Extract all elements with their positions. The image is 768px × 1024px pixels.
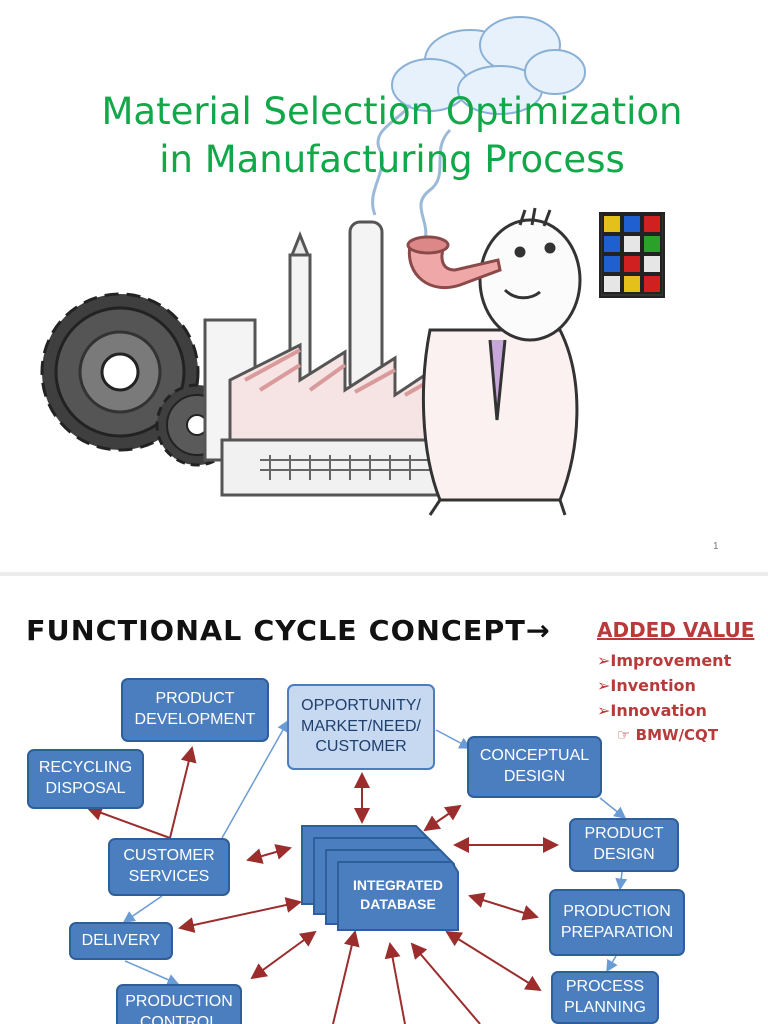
slide-1: Material Selection Optimization in Manuf… (0, 16, 768, 552)
title-line-2: in Manufacturing Process (159, 138, 625, 182)
arrow (250, 930, 317, 980)
pipe-icon (406, 235, 502, 290)
database-stack-icon (301, 825, 459, 931)
connector (599, 797, 627, 819)
cycle-connectors (86, 719, 628, 1024)
arrow (246, 844, 292, 864)
slide-divider (0, 572, 768, 576)
box-opportunity: OPPORTUNITY/MARKET/NEED/CUSTOMER (287, 684, 435, 770)
arrow (410, 942, 481, 1024)
arrow (384, 942, 406, 1024)
connector (221, 719, 289, 839)
arrow (86, 805, 171, 839)
added-value-item: ➢Invention (597, 676, 696, 695)
database-label: INTEGRATED DATABASE (353, 877, 443, 912)
slide-title: Material Selection Optimization in Manuf… (0, 88, 768, 184)
businessman-icon (421, 207, 582, 516)
cloud-icon (391, 16, 586, 115)
added-value-item: ➢Innovation (597, 701, 707, 720)
slide-number: 1 (713, 541, 719, 552)
slide-2: FUNCTIONAL CYCLE CONCEPT→ ADDED VALUE ➢I… (0, 576, 768, 1024)
connector (435, 729, 472, 749)
connector (124, 960, 180, 986)
connector (606, 955, 618, 973)
factory-icon (203, 220, 449, 497)
arrow (169, 746, 197, 839)
arrow (445, 930, 542, 992)
arrow (332, 930, 360, 1024)
arrow (468, 892, 539, 921)
connector (122, 895, 163, 923)
slide-1-illustration (40, 16, 665, 516)
title-line-1: Material Selection Optimization (101, 90, 683, 133)
added-value-title: ADDED VALUE (597, 618, 755, 642)
added-value-item: ➢Improvement (597, 651, 732, 670)
arrow (178, 897, 302, 933)
box-delivery: DELIVERY (69, 922, 173, 960)
slide-heading: FUNCTIONAL CYCLE CONCEPT→ (26, 614, 551, 647)
added-value-list: ➢Improvement ➢Invention ➢Innovation ☞ BM… (597, 648, 731, 748)
rubiks-cube-icon (599, 212, 665, 298)
added-value-subitem: ☞ BMW/CQT (617, 726, 719, 744)
smoke-icon (371, 104, 412, 216)
connector (615, 871, 628, 891)
arrow (423, 804, 462, 832)
